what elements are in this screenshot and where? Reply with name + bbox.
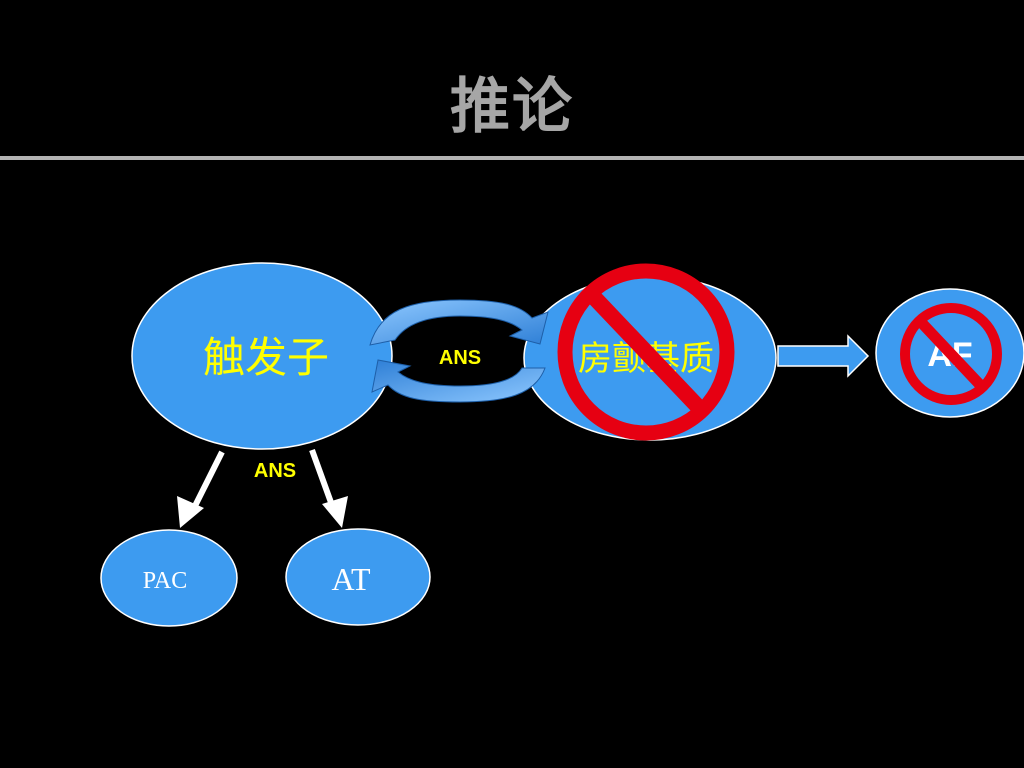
node-at-label: AT <box>331 561 371 597</box>
title-divider <box>0 156 1024 160</box>
node-trigger-label: 触发子 <box>203 333 329 382</box>
arrow-trigger-to-at <box>309 448 348 528</box>
arrow-trigger-to-pac <box>177 450 225 528</box>
prohibition-sign-small-icon <box>900 303 1002 405</box>
cyclic-arrows-icon: ANS <box>369 299 549 403</box>
arrow-matrix-to-af <box>777 334 870 378</box>
prohibition-sign-icon <box>557 263 735 441</box>
node-trigger: 触发子 <box>131 262 393 450</box>
node-at: AT <box>285 528 431 626</box>
slide-title: 推论 <box>450 72 574 142</box>
branch-label: ANS <box>254 460 296 482</box>
node-pac-label: PAC <box>143 568 187 594</box>
cycle-label: ANS <box>439 347 481 369</box>
node-pac: PAC <box>100 529 238 627</box>
